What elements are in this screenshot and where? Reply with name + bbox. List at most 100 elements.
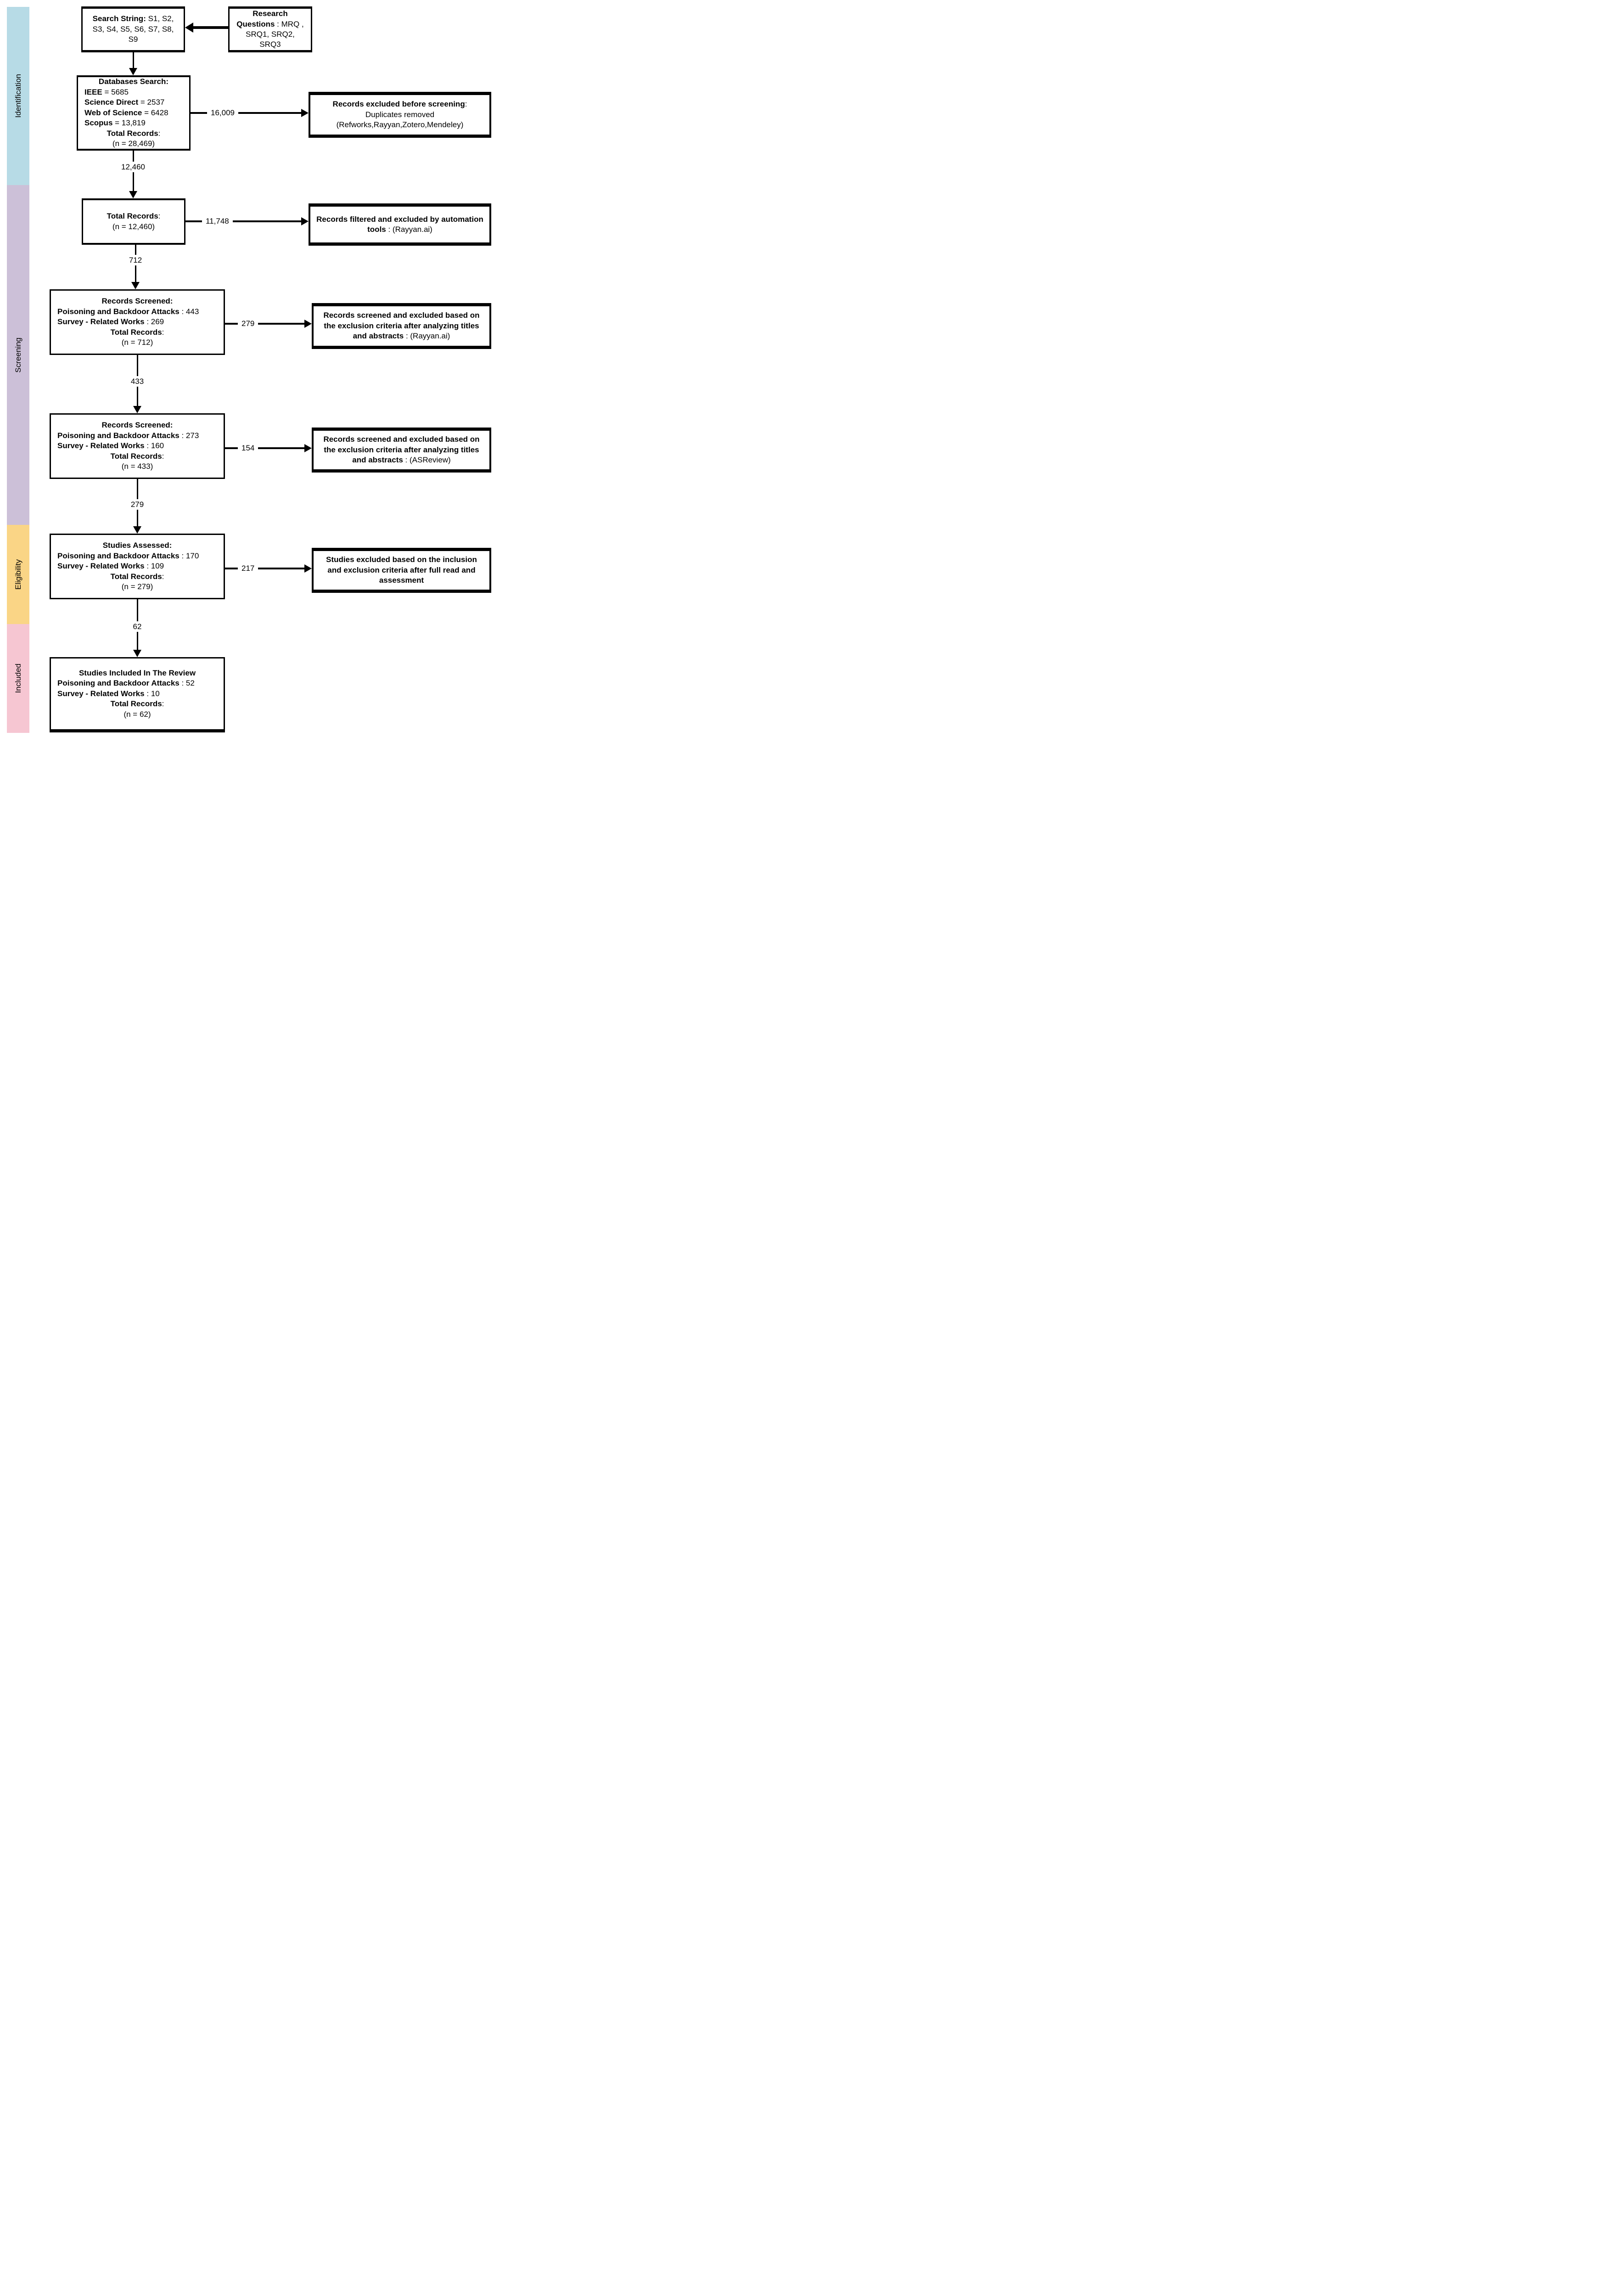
stage-band-identification: Identification bbox=[7, 7, 29, 185]
total-label: Total Records bbox=[107, 212, 158, 221]
total-colon: : bbox=[162, 451, 164, 461]
stage-band-eligibility: Eligibility bbox=[7, 525, 29, 624]
connector-count-label: 16,009 bbox=[211, 108, 235, 117]
connector-line bbox=[136, 632, 138, 650]
box-studies-assessed: Studies Assessed: Poisoning and Backdoor… bbox=[50, 534, 225, 599]
connector-count-label: 62 bbox=[133, 622, 142, 631]
box-studies-included: Studies Included In The Review Poisoning… bbox=[50, 657, 225, 732]
total-label: Total Records bbox=[110, 327, 162, 337]
box-title: Studies Assessed: bbox=[102, 541, 172, 550]
total-label: Total Records bbox=[110, 572, 162, 581]
connector-count-label: 279 bbox=[241, 319, 255, 328]
filtered-tool: : (Rayyan.ai) bbox=[386, 225, 432, 234]
box-title: Records Screened: bbox=[101, 297, 173, 306]
category-name: Poisoning and Backdoor Attacks bbox=[57, 679, 180, 688]
connector-asreview-excluded: 154 bbox=[225, 440, 312, 456]
total-value: (n = 12,460) bbox=[112, 222, 155, 231]
connector-rayyan-excluded: 279 bbox=[225, 316, 312, 332]
category-count: : 10 bbox=[144, 689, 160, 698]
arrow-down-icon bbox=[133, 650, 141, 657]
total-row: Total Records: bbox=[56, 327, 219, 338]
excluded-lead: Records screened and excluded based on t… bbox=[323, 311, 480, 341]
arrow-right-icon bbox=[304, 564, 312, 573]
category-name: Survey - Related Works bbox=[57, 441, 145, 450]
category-count: : 160 bbox=[144, 441, 164, 450]
arrow-down-icon bbox=[129, 68, 137, 75]
database-row: Scopus = 13,819 bbox=[83, 118, 186, 128]
connector-full-read-excluded: 217 bbox=[225, 561, 312, 576]
total-colon: : bbox=[162, 699, 164, 709]
category-name: Survey - Related Works bbox=[57, 317, 145, 326]
category-name: Poisoning and Backdoor Attacks bbox=[57, 551, 180, 560]
total-label: Total Records bbox=[110, 699, 162, 709]
box-research-questions: Research Questions : MRQ , SRQ1, SRQ2, S… bbox=[228, 6, 312, 52]
research-questions-lead: Research Questions bbox=[236, 9, 288, 28]
category-row: Poisoning and Backdoor Attacks : 170 bbox=[56, 551, 221, 561]
excluded-line3: (Refworks,Rayyan,Zotero,Mendeley) bbox=[336, 120, 464, 129]
connector-line bbox=[135, 265, 136, 282]
total-colon: : bbox=[158, 129, 161, 138]
connector-line bbox=[225, 568, 238, 569]
connector-line bbox=[136, 355, 138, 376]
category-count: : 52 bbox=[179, 679, 195, 688]
connector-count-label: 217 bbox=[241, 564, 255, 573]
total-row: Total Records: bbox=[56, 699, 219, 709]
connector-line bbox=[238, 112, 301, 114]
arrow-right-icon bbox=[301, 217, 309, 225]
arrow-down-icon bbox=[131, 282, 140, 289]
search-string-values: S1, S2, S3, S4, S5, S6, S7, S8, S9 bbox=[92, 14, 174, 44]
excluded-line2: Duplicates removed bbox=[365, 110, 435, 119]
search-string-lead: Search String: bbox=[92, 14, 146, 23]
box-excluded-full-read: Studies excluded based on the inclusion … bbox=[312, 548, 491, 593]
search-string-text: Search String: S1, S2, S3, S4, S5, S6, S… bbox=[87, 14, 179, 45]
arrow-down-icon bbox=[129, 191, 137, 198]
category-count: : 109 bbox=[144, 562, 164, 571]
connector-line bbox=[193, 26, 228, 29]
excluded-lead: Records screened and excluded based on t… bbox=[323, 435, 480, 465]
prisma-flow-diagram: Identification Screening Eligibility Inc… bbox=[0, 0, 496, 738]
arrow-left-icon bbox=[185, 23, 193, 33]
total-row: Total Records: bbox=[56, 572, 219, 582]
total-row: Total Records: bbox=[88, 211, 180, 221]
total-row: Total Records: bbox=[83, 129, 185, 139]
total-label: Total Records bbox=[110, 451, 162, 461]
connector-search-to-databases bbox=[119, 52, 147, 75]
connector-duplicates-removed: 16,009 bbox=[191, 105, 309, 121]
category-name: Survey - Related Works bbox=[57, 562, 145, 571]
arrow-right-icon bbox=[304, 320, 312, 328]
database-name: IEEE bbox=[84, 87, 102, 96]
category-row: Survey - Related Works : 10 bbox=[56, 689, 221, 699]
total-value: (n = 62) bbox=[123, 709, 151, 719]
database-row: IEEE = 5685 bbox=[83, 87, 186, 97]
total-label: Total Records bbox=[107, 129, 158, 138]
category-row: Poisoning and Backdoor Attacks : 443 bbox=[56, 307, 221, 317]
category-row: Survey - Related Works : 269 bbox=[56, 317, 221, 327]
connector-count-label: 12,460 bbox=[121, 163, 145, 171]
stage-band-screening: Screening bbox=[7, 185, 29, 525]
arrow-right-icon bbox=[301, 109, 309, 117]
connector-line bbox=[136, 599, 138, 621]
arrow-down-icon bbox=[133, 406, 141, 413]
connector-line bbox=[132, 172, 134, 191]
database-name: Science Direct bbox=[84, 98, 139, 107]
box-title: Studies Included In The Review bbox=[79, 668, 196, 677]
excluded-text: Studies excluded based on the inclusion … bbox=[326, 555, 477, 585]
box-filtered-automation: Records filtered and excluded by automat… bbox=[309, 203, 491, 246]
total-row: Total Records: bbox=[56, 451, 219, 461]
database-name: Scopus bbox=[84, 118, 113, 128]
connector-line bbox=[136, 510, 138, 526]
box-records-screened-1: Records Screened: Poisoning and Backdoor… bbox=[50, 289, 225, 355]
category-row: Survey - Related Works : 160 bbox=[56, 441, 221, 451]
box-databases-search: Databases Search: IEEE = 5685 Science Di… bbox=[77, 75, 191, 151]
category-count: : 170 bbox=[179, 551, 199, 560]
connector-rq-to-search bbox=[185, 23, 228, 33]
category-name: Poisoning and Backdoor Attacks bbox=[57, 307, 180, 316]
arrow-right-icon bbox=[304, 444, 312, 452]
category-count: : 443 bbox=[179, 307, 199, 316]
stage-label-identification: Identification bbox=[13, 74, 22, 118]
connector-after-dedup: 12,460 bbox=[119, 151, 147, 198]
arrow-down-icon bbox=[133, 526, 141, 534]
databases-title: Databases Search: bbox=[98, 77, 169, 86]
box-total-records: Total Records: (n = 12,460) bbox=[82, 198, 185, 245]
box-records-screened-2: Records Screened: Poisoning and Backdoor… bbox=[50, 413, 225, 479]
